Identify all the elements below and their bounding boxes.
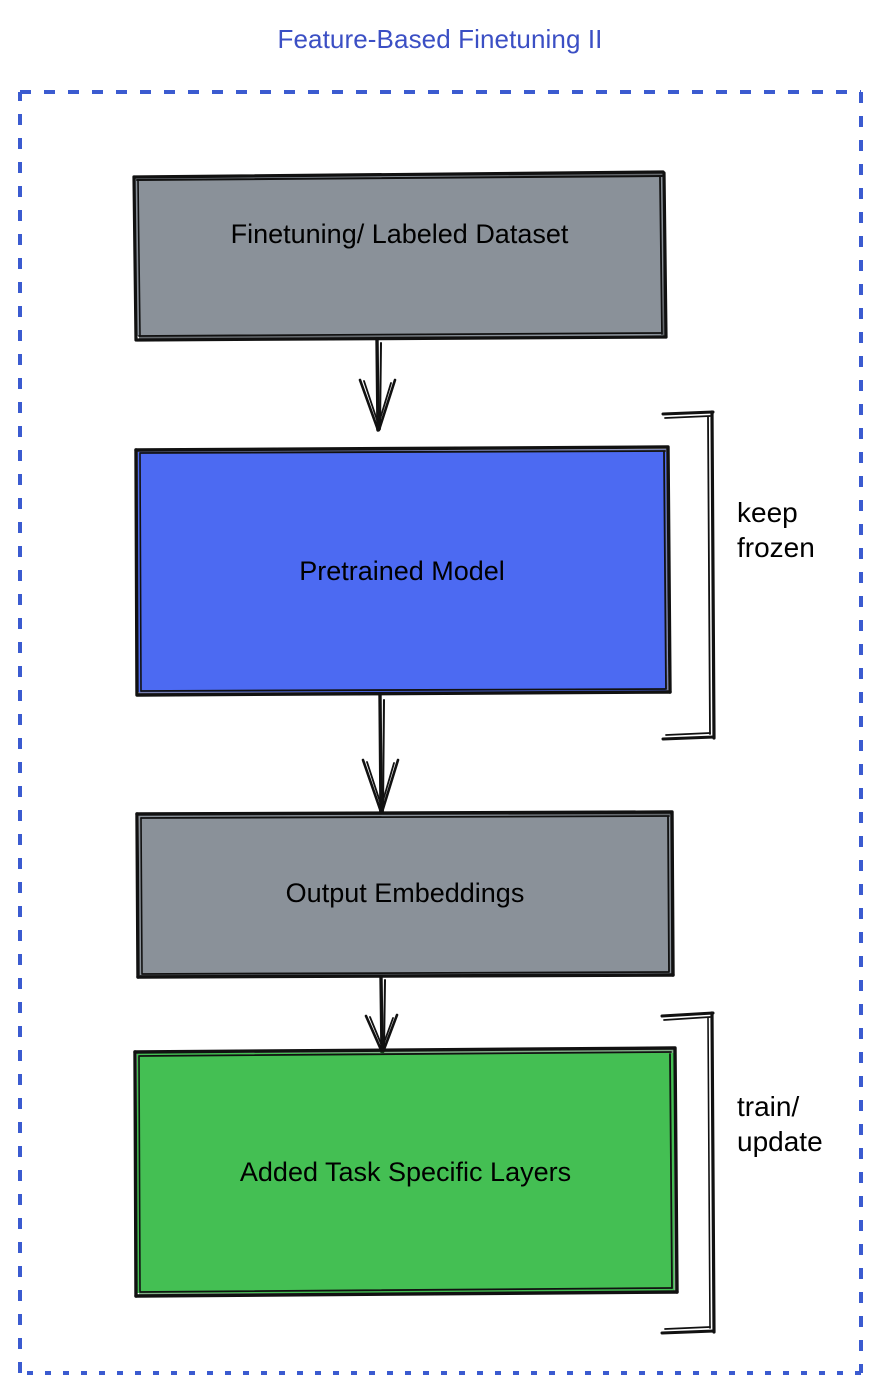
bracket-label-keep-frozen-line2: frozen: [737, 532, 815, 563]
node-label-finetuning-dataset: Finetuning/ Labeled Dataset: [230, 219, 569, 249]
arrow-model-to-embeddings: [361, 693, 400, 814]
bracket-label-train-update: train/ update: [737, 1089, 823, 1159]
bracket-keep-frozen: [661, 410, 716, 741]
arrow-embeddings-to-layers: [364, 975, 399, 1054]
bracket-label-keep-frozen: keep frozen: [737, 495, 815, 565]
node-label-added-task-layers: Added Task Specific Layers: [239, 1157, 572, 1187]
bracket-label-keep-frozen-line1: keep: [737, 497, 798, 528]
page-title: Feature-Based Finetuning II: [277, 24, 603, 54]
arrow-dataset-to-model: [358, 337, 397, 432]
node-label-pretrained-model: Pretrained Model: [299, 556, 505, 586]
node-finetuning-dataset[interactable]: [132, 170, 668, 342]
node-label-output-embeddings: Output Embeddings: [285, 878, 525, 908]
bracket-label-train-update-line2: update: [737, 1126, 823, 1157]
bracket-label-train-update-line1: train/: [737, 1091, 800, 1122]
